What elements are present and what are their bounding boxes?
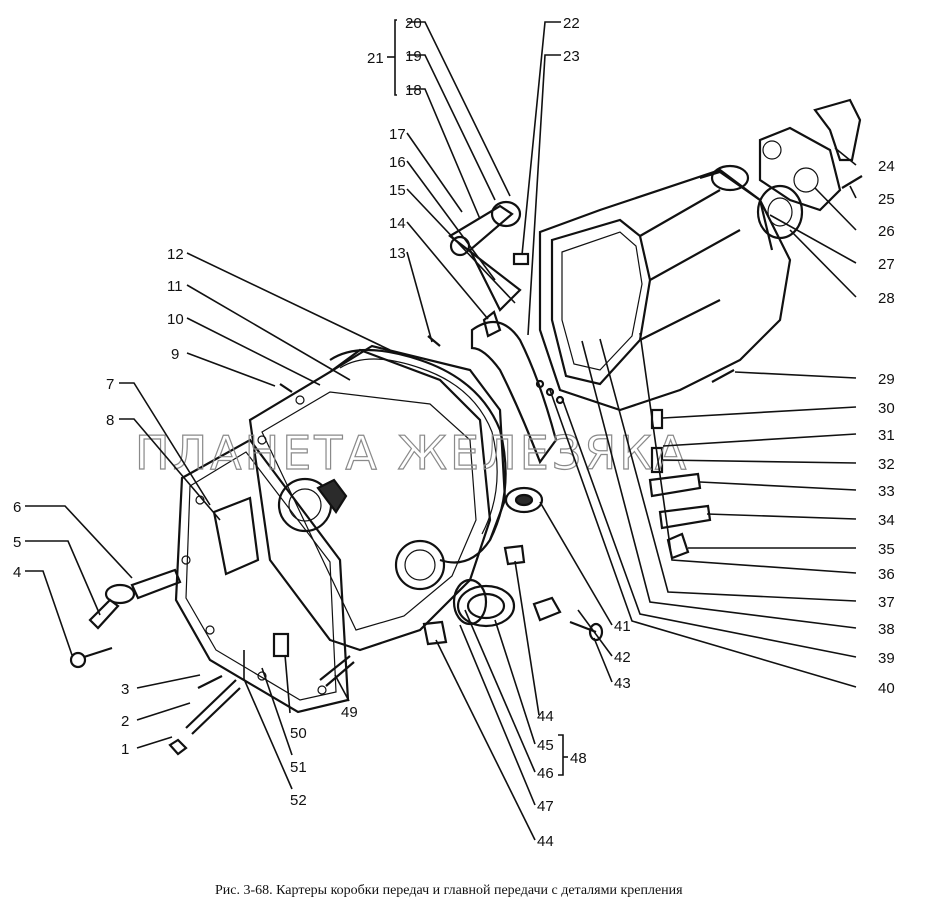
callout-5: 5: [13, 534, 21, 551]
callout-16: 16: [389, 154, 406, 171]
callout-50: 50: [290, 725, 307, 742]
callout-43: 43: [614, 675, 631, 692]
leader-lines: [25, 19, 857, 841]
callout-14: 14: [389, 215, 406, 232]
callout-49: 49: [341, 704, 358, 721]
callout-25: 25: [878, 191, 895, 208]
watermark-text: ПЛАНЕТА ЖЕЛЕЗЯКА: [135, 426, 689, 480]
callout-22: 22: [563, 15, 580, 32]
callout-20: 20: [405, 15, 422, 32]
callout-11: 11: [167, 278, 183, 295]
callout-33: 33: [878, 483, 895, 500]
callout-40: 40: [878, 680, 895, 697]
callout-24: 24: [878, 158, 895, 175]
callout-36: 36: [878, 566, 895, 583]
callout-29: 29: [878, 371, 895, 388]
callout-31: 31: [878, 427, 895, 444]
callout-4: 4: [13, 564, 21, 581]
callout-34: 34: [878, 512, 895, 529]
callout-52: 52: [290, 792, 307, 809]
callout-39: 39: [878, 650, 895, 667]
callout-37: 37: [878, 594, 895, 611]
callout-15: 15: [389, 182, 406, 199]
gearbox-housing-drawing: [69, 344, 507, 756]
callout-28: 28: [878, 290, 895, 307]
callout-17: 17: [389, 126, 406, 143]
callout-27: 27: [878, 256, 895, 273]
small-parts-drawing: [88, 383, 604, 646]
callout-44: 44: [537, 708, 554, 725]
callout-41: 41: [614, 618, 631, 635]
callout-23: 23: [563, 48, 580, 65]
figure-caption: Рис. 3-68. Картеры коробки передач и гла…: [215, 883, 683, 898]
callout-19: 19: [405, 48, 422, 65]
callout-12: 12: [167, 246, 184, 263]
callout-numbers: 1 2 3 4 5 6 7 8 9 10 11 12 13 14 15 16 1…: [13, 15, 895, 850]
callout-8: 8: [106, 412, 114, 429]
callout-38: 38: [878, 621, 895, 638]
callout-51: 51: [290, 759, 307, 776]
callout-10: 10: [167, 311, 184, 328]
final-drive-housing-drawing: [538, 98, 863, 560]
callout-3: 3: [121, 681, 129, 698]
callout-7: 7: [106, 376, 114, 393]
callout-44-lower: 44: [537, 833, 554, 850]
callout-18: 18: [405, 82, 422, 99]
callout-42: 42: [614, 649, 631, 666]
callout-9: 9: [171, 346, 179, 363]
callout-26: 26: [878, 223, 895, 240]
callout-47: 47: [537, 798, 554, 815]
callout-21: 21: [367, 50, 384, 67]
callout-1: 1: [121, 741, 129, 758]
callout-30: 30: [878, 400, 895, 417]
callout-6: 6: [13, 499, 21, 516]
callout-48: 48: [570, 750, 587, 767]
fork-and-lever-drawing: [427, 200, 565, 465]
callout-45: 45: [537, 737, 554, 754]
callout-46: 46: [537, 765, 554, 782]
callout-32: 32: [878, 456, 895, 473]
callout-35: 35: [878, 541, 895, 558]
callout-2: 2: [121, 713, 129, 730]
callout-13: 13: [389, 245, 406, 262]
